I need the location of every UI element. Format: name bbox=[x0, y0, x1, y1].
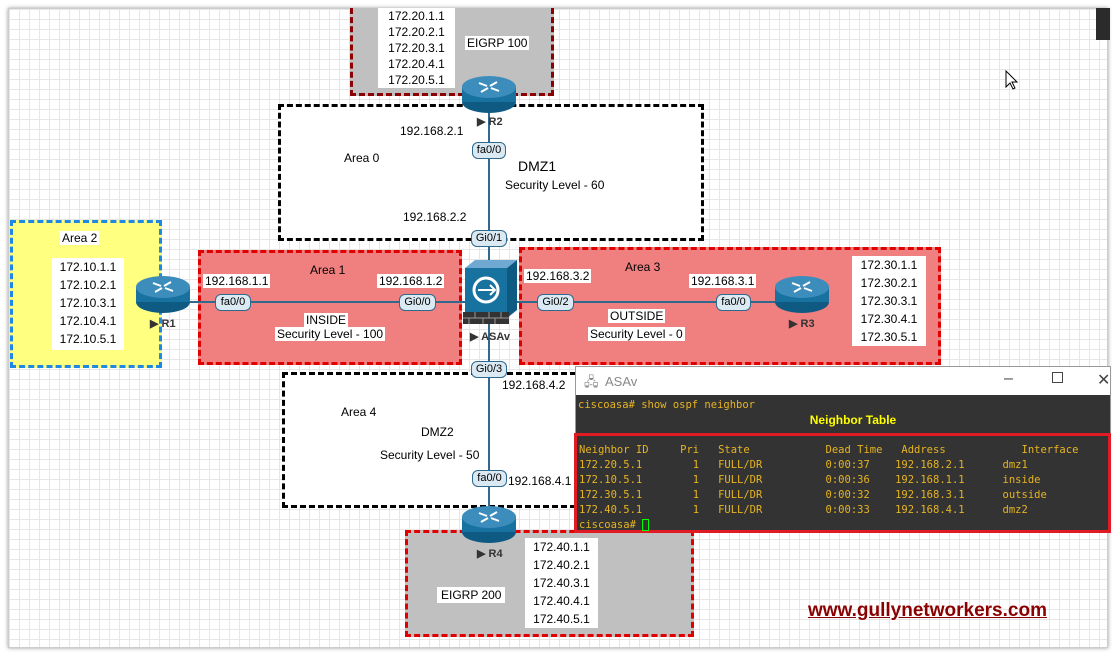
area3-label: Area 3 bbox=[625, 260, 661, 274]
network: 172.20.5.1 bbox=[388, 73, 445, 87]
eigrp200-networks: 172.40.1.1 172.40.2.1 172.40.3.1 172.40.4.1… bbox=[525, 538, 598, 628]
r1-name: R1 bbox=[161, 318, 176, 330]
background-window-edge bbox=[1096, 8, 1110, 40]
eigrp200-label: EIGRP 200 bbox=[437, 587, 506, 603]
r1-interface[interactable]: fa0/0 bbox=[215, 294, 251, 311]
dmz2-label: DMZ2 bbox=[421, 425, 454, 439]
network: 172.10.1.1 bbox=[59, 260, 117, 274]
area1-label: Area 1 bbox=[310, 263, 346, 277]
network: 172.20.3.1 bbox=[388, 41, 445, 55]
inside-label: INSIDE bbox=[304, 313, 349, 327]
r1-label: ▶ R1 bbox=[150, 318, 176, 330]
r4-interface[interactable]: fa0/0 bbox=[472, 470, 507, 487]
router-r2-icon[interactable] bbox=[461, 74, 517, 114]
table-row: 172.40.5.1 1 FULL/DR 0:00:33 192.168.4.1… bbox=[579, 504, 1028, 516]
dmz1-security: Security Level - 60 bbox=[505, 178, 605, 192]
asa-label: ▶ ASAv bbox=[470, 331, 511, 343]
eigrp100-label: EIGRP 100 bbox=[465, 36, 530, 50]
router-r1-icon[interactable] bbox=[135, 274, 191, 314]
network: 172.30.5.1 bbox=[860, 330, 918, 344]
table-header: Neighbor ID Pri State Dead Time Address … bbox=[579, 444, 1079, 456]
close-button[interactable]: ✕ bbox=[1097, 372, 1111, 389]
asa-inside-ip: 192.168.1.2 bbox=[377, 274, 445, 288]
r4-name: R4 bbox=[488, 548, 503, 560]
terminal-prompt: ciscoasa# bbox=[579, 518, 1108, 533]
putty-icon: 🖧 bbox=[584, 374, 599, 389]
r4-label: ▶ R4 bbox=[477, 548, 503, 560]
area0-zone bbox=[278, 104, 704, 241]
network: 172.40.1.1 bbox=[533, 540, 590, 554]
network: 172.30.1.1 bbox=[860, 258, 918, 272]
neighbor-table: Neighbor ID Pri State Dead Time Address … bbox=[574, 433, 1111, 533]
terminal-window[interactable]: 🖧 ASAv – ✕ ciscoasa# show ospf neighbor … bbox=[574, 366, 1111, 533]
asa-name: ASAv bbox=[481, 331, 511, 343]
neighbor-table-banner: Neighbor Table bbox=[809, 413, 897, 427]
terminal-titlebar[interactable]: 🖧 ASAv – ✕ bbox=[576, 367, 1110, 395]
network: 172.10.5.1 bbox=[59, 332, 117, 346]
neighbor-table-text: Neighbor ID Pri State Dead Time Address … bbox=[579, 443, 1108, 518]
network: 172.40.3.1 bbox=[533, 576, 590, 590]
terminal-command: ciscoasa# show ospf neighbor bbox=[578, 399, 756, 411]
network: 172.10.4.1 bbox=[59, 314, 117, 328]
area0-label: Area 0 bbox=[344, 151, 380, 165]
asa-firewall-icon[interactable] bbox=[461, 258, 519, 326]
router-r4-icon[interactable] bbox=[461, 504, 517, 544]
area2-networks: 172.10.1.1 172.10.2.1 172.10.3.1 172.10.4.1… bbox=[52, 258, 124, 350]
router-r3-icon[interactable] bbox=[774, 274, 830, 314]
terminal-body[interactable]: ciscoasa# show ospf neighbor Neighbor Ta… bbox=[576, 395, 1110, 427]
r2-label: ▶ R2 bbox=[477, 116, 503, 128]
r3-name: R3 bbox=[800, 318, 815, 330]
dmz2-security: Security Level - 50 bbox=[380, 448, 480, 462]
asa-dmz1-ip: 192.168.2.2 bbox=[403, 210, 467, 224]
network: 172.40.5.1 bbox=[533, 612, 590, 626]
asa-gi0-0[interactable]: Gi0/0 bbox=[399, 294, 436, 311]
table-row: 172.30.5.1 1 FULL/DR 0:00:32 192.168.3.1… bbox=[579, 489, 1047, 501]
network: 172.30.3.1 bbox=[860, 294, 918, 308]
network: 172.20.1.1 bbox=[388, 9, 445, 23]
r3-interface[interactable]: fa0/0 bbox=[716, 294, 751, 311]
prompt-text: ciscoasa# bbox=[579, 519, 636, 531]
area2-label: Area 2 bbox=[60, 231, 100, 245]
dmz1-label: DMZ1 bbox=[518, 158, 557, 174]
maximize-button[interactable] bbox=[1052, 372, 1063, 383]
mouse-cursor-icon bbox=[1005, 70, 1019, 90]
watermark: www.gullynetworkers.com bbox=[808, 600, 1047, 621]
asa-dmz2-ip: 192.168.4.2 bbox=[502, 378, 566, 392]
network: 172.30.4.1 bbox=[860, 312, 918, 326]
area4-zone bbox=[282, 372, 612, 508]
network: 172.20.2.1 bbox=[388, 25, 445, 39]
outside-security: Security Level - 0 bbox=[588, 327, 685, 341]
cursor bbox=[642, 519, 650, 531]
outside-label: OUTSIDE bbox=[608, 309, 666, 323]
minimize-button[interactable]: – bbox=[1004, 370, 1013, 387]
asa-gi0-1[interactable]: Gi0/1 bbox=[471, 230, 507, 247]
terminal-title: ASAv bbox=[605, 374, 638, 389]
network: 172.10.3.1 bbox=[59, 296, 117, 310]
asa-outside-ip: 192.168.3.2 bbox=[524, 269, 592, 283]
r2-name: R2 bbox=[488, 116, 503, 128]
eigrp100-networks: 172.20.1.1 172.20.2.1 172.20.3.1 172.20.4.1… bbox=[378, 8, 455, 88]
r1-ip: 192.168.1.1 bbox=[203, 274, 271, 288]
r4-ip: 192.168.4.1 bbox=[508, 474, 572, 488]
network: 172.10.2.1 bbox=[59, 278, 117, 292]
table-row: 172.10.5.1 1 FULL/DR 0:00:36 192.168.1.1… bbox=[579, 474, 1041, 486]
network: 172.40.4.1 bbox=[533, 594, 590, 608]
network: 172.40.2.1 bbox=[533, 558, 590, 572]
network: 172.20.4.1 bbox=[388, 57, 445, 71]
r2-interface[interactable]: fa0/0 bbox=[472, 142, 506, 159]
r3-label: ▶ R3 bbox=[789, 318, 815, 330]
asa-gi0-3[interactable]: Gi0/3 bbox=[471, 361, 507, 378]
inside-security: Security Level - 100 bbox=[275, 327, 386, 341]
table-row: 172.20.5.1 1 FULL/DR 0:00:37 192.168.2.1… bbox=[579, 459, 1028, 471]
r3-ip: 192.168.3.1 bbox=[689, 274, 757, 288]
area3-networks: 172.30.1.1 172.30.2.1 172.30.3.1 172.30.4.1… bbox=[852, 256, 926, 346]
network: 172.30.2.1 bbox=[860, 276, 918, 290]
asa-gi0-2[interactable]: Gi0/2 bbox=[537, 294, 574, 311]
area4-label: Area 4 bbox=[341, 405, 377, 419]
r2-ip: 192.168.2.1 bbox=[400, 124, 464, 138]
